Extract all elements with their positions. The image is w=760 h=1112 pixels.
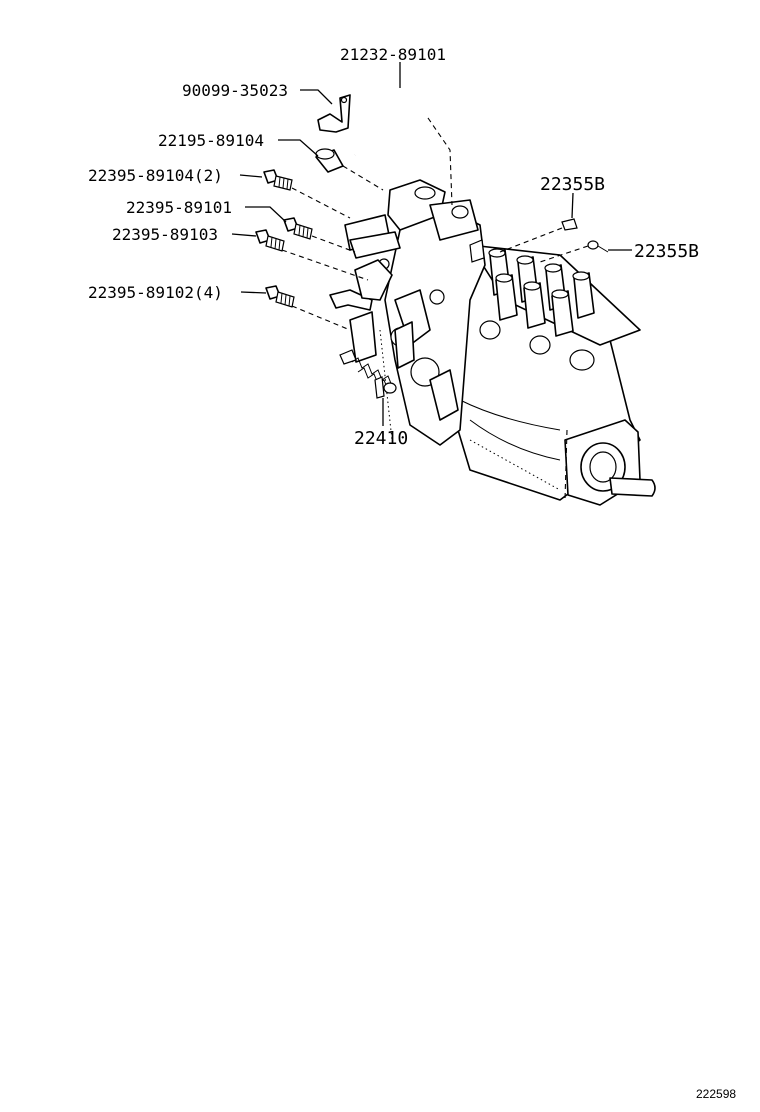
label-22195-89104: 22195-89104	[158, 131, 264, 150]
spring-22410	[339, 349, 397, 399]
label-22355b-upper: 22355B	[540, 174, 605, 195]
label-22410: 22410	[354, 428, 408, 449]
clip-22355b-upper	[561, 218, 578, 231]
label-90099-35023: 90099-35023	[182, 81, 288, 100]
label-22395-89103: 22395-89103	[112, 225, 218, 244]
label-21232-89101: 21232-89101	[340, 45, 446, 64]
label-22395-89102: 22395-89102(4)	[88, 283, 223, 302]
delivery-valve-holders	[488, 248, 595, 337]
pipe-21232-89101	[353, 86, 430, 156]
bolt-22395-89103	[255, 229, 285, 252]
bolt-22395-89104	[263, 169, 293, 191]
label-22355b-lower: 22355B	[634, 241, 699, 262]
label-22395-89104: 22395-89104(2)	[88, 166, 223, 185]
governor-housing	[329, 179, 486, 446]
figure-reference-number: 222598	[696, 1087, 736, 1101]
label-22395-89101: 22395-89101	[126, 198, 232, 217]
bolt-22395-89102	[265, 285, 295, 308]
bolt-22395-89101	[283, 217, 313, 240]
clip-22355b-lower	[587, 240, 609, 253]
clamp-90099-35023	[317, 94, 351, 133]
leader-lines	[231, 62, 632, 501]
cap-22195-89104	[315, 148, 344, 173]
injection-pump-body	[439, 244, 656, 506]
